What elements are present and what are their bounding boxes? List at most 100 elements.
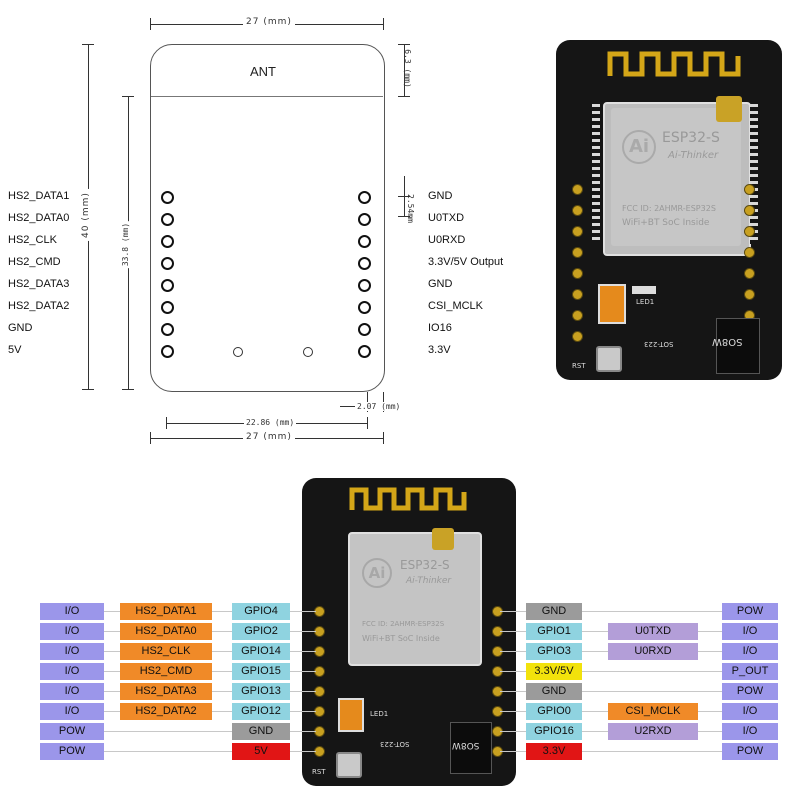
pinout-module-fcc: FCC ID: 2AHMR-ESP32S	[362, 620, 445, 628]
pin-hole	[161, 323, 174, 336]
antenna-height-label: 6.3 (mm)	[402, 49, 412, 88]
pin-hole	[358, 213, 371, 226]
pinout-rst-label: RST	[312, 768, 326, 776]
pinout-wire	[500, 751, 778, 752]
pinout-antenna-trace-icon	[349, 487, 467, 511]
right-pin-label: 3.3V/5V Output	[428, 256, 504, 268]
top-width-label: 27 (mm)	[243, 17, 295, 27]
module-brand: Ai-Thinker	[668, 150, 719, 161]
pinout-type-box: I/O	[40, 663, 104, 680]
pin-hole	[161, 279, 174, 292]
module-fcc: FCC ID: 2AHMR-ESP32S	[622, 204, 716, 213]
right-pin-label: CSI_MCLK	[428, 300, 484, 312]
chip-label: SO8W	[712, 336, 743, 347]
pinout-chip-label: SO8W	[452, 740, 480, 750]
antenna-label: ANT	[250, 64, 276, 79]
pinout-ipex-connector	[432, 528, 454, 550]
pinout-rst-button[interactable]	[336, 752, 362, 778]
pinout-func-box: HS2_CLK	[120, 643, 212, 660]
left-pin-label: HS2_CMD	[8, 256, 61, 268]
pinout-gpio-box: GPIO1	[526, 623, 582, 640]
right-pin-label: U0RXD	[428, 234, 466, 246]
sot-label: SOT-223	[644, 340, 674, 348]
pinout-func-box: HS2_DATA2	[120, 703, 212, 720]
pin-hole	[161, 257, 174, 270]
pinout-func-box: U0RXD	[608, 643, 698, 660]
pinout-type-box: POW	[40, 743, 104, 760]
pinout-wire	[40, 731, 316, 732]
pinout-type-box: I/O	[40, 623, 104, 640]
pinout-func-box: HS2_DATA1	[120, 603, 212, 620]
header-pin	[572, 205, 583, 216]
module-sub: WiFi+BT SoC Inside	[622, 218, 710, 228]
bottom-width-label: 27 (mm)	[243, 432, 295, 442]
pinout-type-box: POW	[722, 603, 778, 620]
led-component	[632, 286, 656, 294]
pin-hole	[358, 345, 371, 358]
pinout-type-box: P_OUT	[722, 663, 778, 680]
so8w-chip	[716, 318, 760, 374]
pinout-led-label: LED1	[370, 710, 389, 718]
left-pin-label: GND	[8, 322, 33, 334]
pinout-func-box: HS2_DATA3	[120, 683, 212, 700]
pinout-gpio-box: GPIO4	[232, 603, 290, 620]
height-label: 40 (mm)	[80, 189, 91, 241]
pin-hole	[358, 301, 371, 314]
header-pin	[744, 268, 755, 279]
pinout-type-box: I/O	[40, 703, 104, 720]
antenna-divider	[151, 96, 383, 97]
pinout-func-box: U0TXD	[608, 623, 698, 640]
left-pin-label: HS2_CLK	[8, 234, 57, 246]
pinout-gpio-box: GPIO15	[232, 663, 290, 680]
pin-hole	[161, 213, 174, 226]
antenna-dim-line	[404, 44, 405, 96]
pitch-label: 2.54mm	[405, 194, 415, 223]
header-pin	[572, 268, 583, 279]
pinout-gpio-box: GPIO2	[232, 623, 290, 640]
left-pin-label: HS2_DATA3	[8, 278, 70, 290]
pinout-wire	[500, 691, 778, 692]
pinout-module-sub: WiFi+BT SoC Inside	[362, 634, 440, 643]
ipex-connector	[716, 96, 742, 122]
mount-hole	[233, 347, 243, 357]
header-pin	[572, 226, 583, 237]
pinout-gpio-box: 3.3V	[526, 743, 582, 760]
pinout-wire	[500, 671, 778, 672]
pinout-gpio-box: GND	[232, 723, 290, 740]
rst-button[interactable]	[596, 346, 622, 372]
right-pin-label: IO16	[428, 322, 452, 334]
pinout-type-box: I/O	[722, 703, 778, 720]
left-pin-label: HS2_DATA1	[8, 190, 70, 202]
pinout-gpio-box: GPIO16	[526, 723, 582, 740]
pinout-type-box: POW	[40, 723, 104, 740]
header-pin	[744, 289, 755, 300]
left-pin-label: 5V	[8, 344, 22, 356]
header-pin	[572, 184, 583, 195]
pinout-func-box: HS2_CMD	[120, 663, 212, 680]
pinout-gpio-box: 5V	[232, 743, 290, 760]
pin-hole	[161, 301, 174, 314]
pinout-func-box: U2RXD	[608, 723, 698, 740]
pinout-gpio-box: 3.3V/5V	[526, 663, 582, 680]
pinout-type-box: I/O	[40, 683, 104, 700]
pinout-gpio-box: GPIO13	[232, 683, 290, 700]
pinout-type-box: I/O	[722, 723, 778, 740]
pin-hole	[358, 279, 371, 292]
pinout-gpio-box: GPIO0	[526, 703, 582, 720]
antenna-trace-icon	[607, 51, 741, 77]
pinout-wire	[500, 611, 778, 612]
pinout-module-brand: Ai-Thinker	[406, 576, 452, 586]
mount-hole	[303, 347, 313, 357]
pin-hole	[161, 191, 174, 204]
pinout-gpio-box: GPIO14	[232, 643, 290, 660]
pin-hole	[358, 235, 371, 248]
pinout-type-box: I/O	[722, 623, 778, 640]
board-outline	[150, 44, 385, 392]
header-pin	[572, 331, 583, 342]
pinout-func-box: HS2_DATA0	[120, 623, 212, 640]
pin-hole	[161, 235, 174, 248]
module-logo: Ai	[622, 130, 656, 164]
pinout-type-box: POW	[722, 683, 778, 700]
pinout-module-logo: Ai	[362, 558, 392, 588]
pinout-type-box: I/O	[722, 643, 778, 660]
